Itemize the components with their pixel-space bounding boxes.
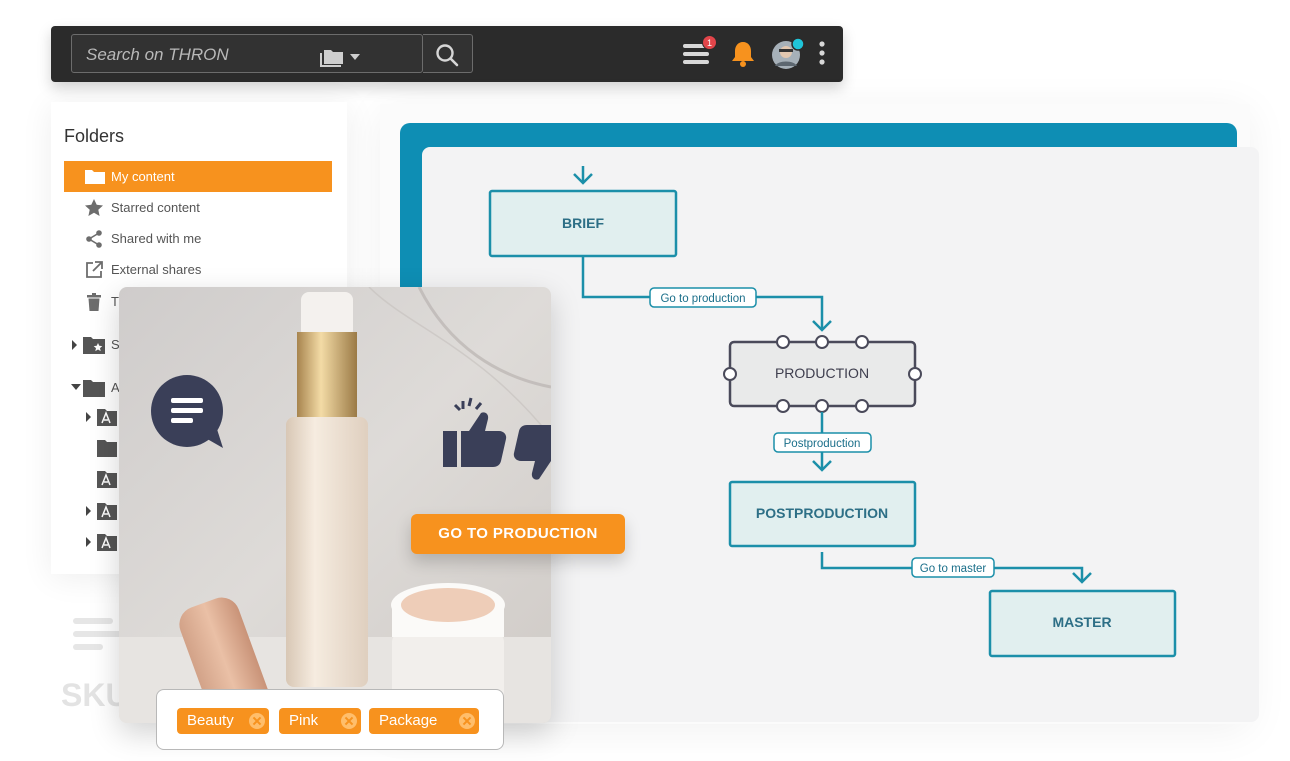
transition-go-to-production[interactable] <box>649 287 757 308</box>
folder-filter-icon[interactable] <box>320 43 368 72</box>
remove-tag-icon[interactable] <box>459 713 475 729</box>
tree-node-label: A <box>111 380 120 395</box>
thumbs-vote-icon[interactable] <box>441 395 551 495</box>
starred-folder-icon <box>72 337 105 354</box>
transition-go-to-master[interactable] <box>911 557 995 578</box>
tag-label: Package <box>379 712 438 729</box>
asset-folder-icon <box>86 503 117 520</box>
product-image-card[interactable] <box>119 287 551 723</box>
folder-item-label: Starred content <box>111 200 200 215</box>
folder-icon <box>85 170 105 184</box>
cosmetics-product-image <box>119 287 551 723</box>
notification-badge: 1 <box>702 35 717 50</box>
comment-icon[interactable] <box>150 374 230 452</box>
sku-watermark: SKU <box>61 618 129 712</box>
node-production-label: PRODUCTION <box>775 365 869 381</box>
asset-folder-icon <box>86 409 117 426</box>
node-connection-handles[interactable] <box>723 335 922 413</box>
transition-label: Go to production <box>660 293 745 305</box>
star-icon <box>85 199 103 216</box>
edge-arrow-head <box>1072 572 1092 584</box>
entry-arrow-head <box>573 173 593 185</box>
tag-label: Pink <box>289 712 319 729</box>
folder-icon <box>71 380 105 397</box>
edge-arrow-head <box>812 320 832 332</box>
more-icon[interactable] <box>817 40 827 73</box>
tree-subnode[interactable] <box>85 437 119 464</box>
remove-tag-icon[interactable] <box>341 713 357 729</box>
node-brief-label: BRIEF <box>562 215 604 231</box>
node-master-label: MASTER <box>1052 614 1111 630</box>
folder-item-shared[interactable]: Shared with me <box>64 223 332 254</box>
tree-node-root[interactable]: A <box>71 377 120 404</box>
edge-arrow-head <box>812 460 832 472</box>
external-link-icon <box>86 261 103 278</box>
folder-item-label: T <box>111 294 119 309</box>
tree-node-starred[interactable]: S <box>71 334 120 361</box>
tag-chip[interactable]: Package <box>369 708 479 734</box>
folder-item-trash[interactable]: T <box>64 286 332 317</box>
search-button[interactable] <box>423 34 473 73</box>
trash-icon <box>87 293 101 311</box>
top-bar: Search on THRON 1 <box>51 26 843 82</box>
tree-subnode[interactable] <box>85 500 119 527</box>
folder-icon <box>97 440 117 457</box>
transition-postproduction[interactable] <box>773 432 872 453</box>
folder-item-my-content[interactable]: My content <box>64 161 332 192</box>
tree-subnode[interactable] <box>85 531 119 558</box>
share-icon <box>86 230 102 248</box>
tree-node-label: S <box>111 337 120 352</box>
asset-folder-icon <box>97 471 117 488</box>
folder-item-label: Shared with me <box>111 231 202 246</box>
node-master[interactable] <box>988 589 1177 658</box>
transition-label: Go to master <box>920 563 987 575</box>
tree-subnode[interactable] <box>85 468 119 495</box>
folder-item-external-shares[interactable]: External shares <box>64 254 332 285</box>
folder-item-label: External shares <box>111 262 202 277</box>
remove-tag-icon[interactable] <box>249 713 265 729</box>
sku-label: SKU <box>61 677 129 712</box>
node-postproduction[interactable] <box>728 480 917 548</box>
transition-label: Postproduction <box>784 438 861 450</box>
search-input[interactable]: Search on THRON <box>86 45 229 64</box>
bell-icon[interactable] <box>731 39 755 74</box>
go-to-production-button[interactable]: GO TO PRODUCTION <box>411 514 625 554</box>
avatar[interactable] <box>771 37 807 75</box>
folder-item-label: My content <box>111 169 175 184</box>
workflow-diagram: BRIEF Go to production PRODUCTION Postpr… <box>488 166 1177 658</box>
search-field[interactable]: Search on THRON <box>71 34 423 73</box>
tag-chip[interactable]: Beauty <box>177 708 269 734</box>
tag-label: Beauty <box>187 712 234 729</box>
node-postproduction-label: POSTPRODUCTION <box>756 505 888 521</box>
folder-item-starred[interactable]: Starred content <box>64 192 332 223</box>
tree-subnode[interactable] <box>85 406 119 433</box>
tag-list: Beauty Pink Package <box>156 689 504 750</box>
folders-title: Folders <box>64 126 125 146</box>
asset-folder-icon <box>86 534 117 551</box>
tag-chip[interactable]: Pink <box>279 708 361 734</box>
